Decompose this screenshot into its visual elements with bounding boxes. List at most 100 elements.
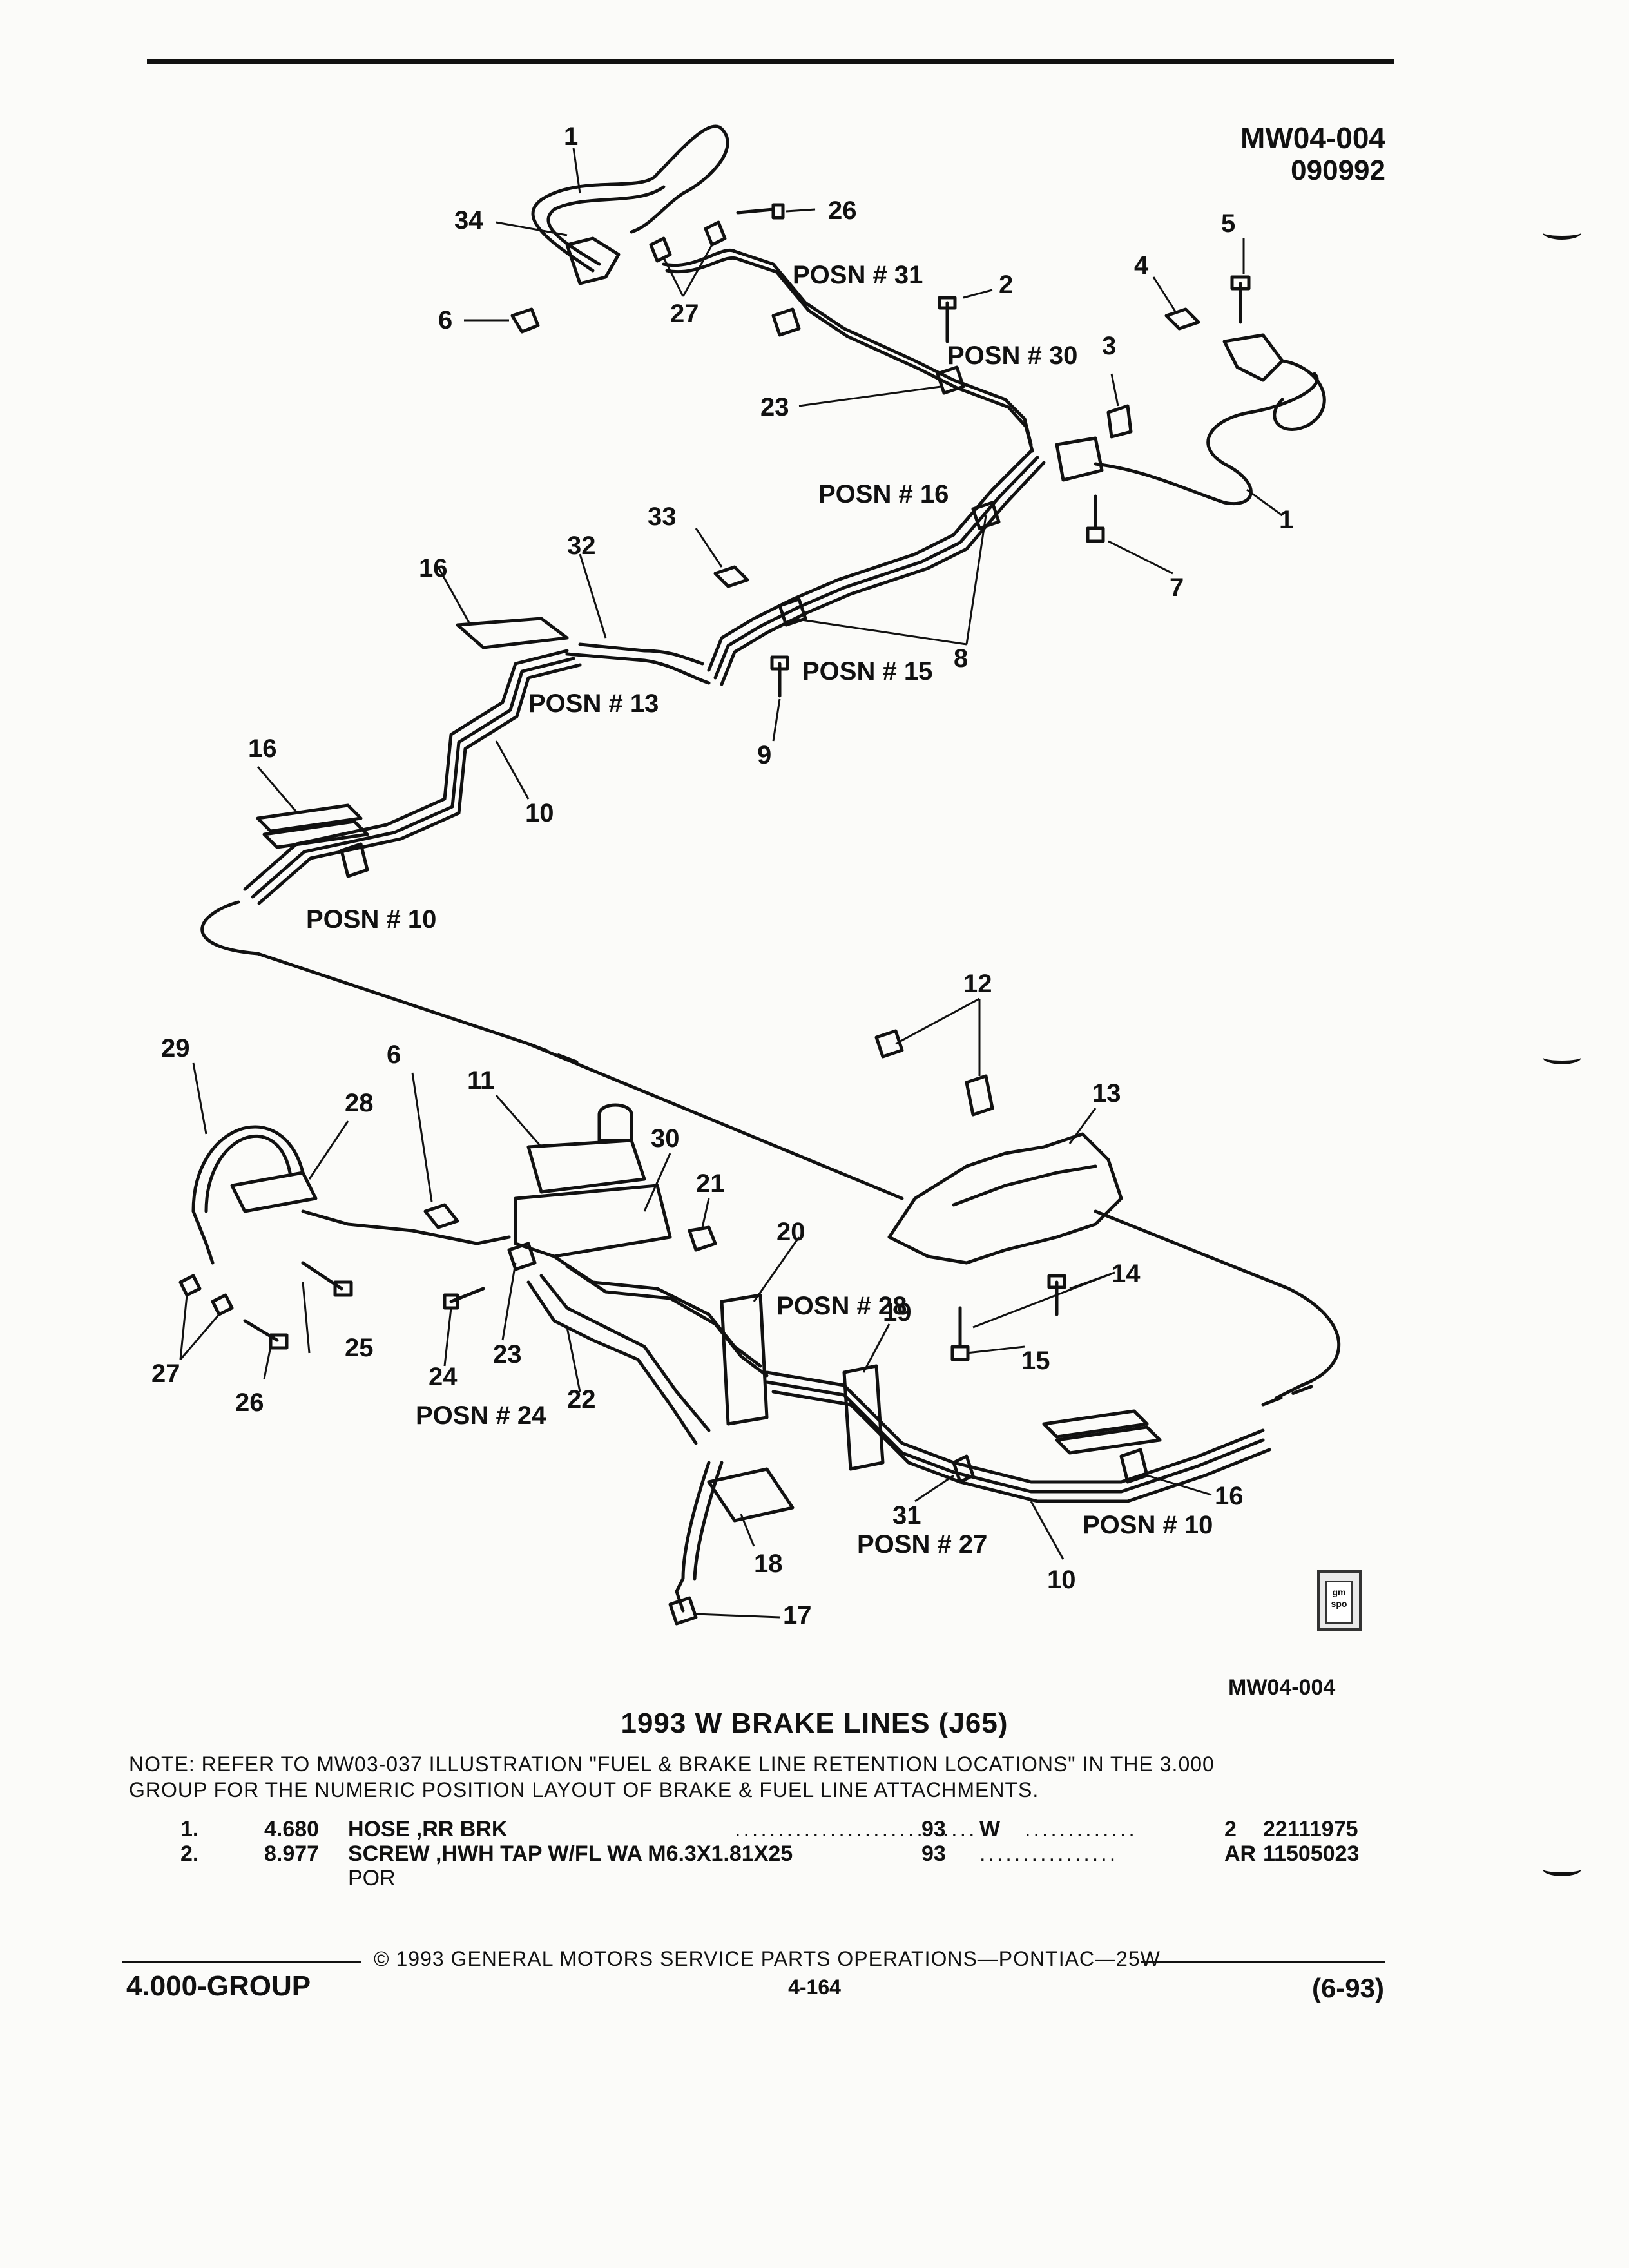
footer-rule-left bbox=[122, 1961, 361, 1963]
label-posn16: POSN # 16 bbox=[818, 480, 949, 508]
clip-6-upper bbox=[510, 307, 540, 334]
callout-number: 7 bbox=[1170, 573, 1184, 602]
note-line: NOTE: REFER TO MW03-037 ILLUSTRATION "FU… bbox=[129, 1753, 1215, 1776]
callout-number: 16 bbox=[1215, 1482, 1244, 1510]
clip-33 bbox=[713, 565, 749, 588]
clip-23-upper bbox=[771, 307, 801, 337]
bolt-5 bbox=[1230, 275, 1251, 324]
bolt-14-b bbox=[950, 1306, 970, 1361]
brake-lines-cluster-b bbox=[565, 1264, 769, 1378]
line-rear-b bbox=[765, 1380, 1265, 1494]
callout-number: 16 bbox=[248, 735, 277, 763]
callout-number: 17 bbox=[783, 1601, 812, 1629]
callout-number: 26 bbox=[828, 197, 857, 225]
brake-lines-cluster-c bbox=[539, 1274, 711, 1432]
bracket-3 bbox=[1106, 404, 1133, 439]
callout-number: 5 bbox=[1221, 209, 1235, 238]
screw-2 bbox=[938, 296, 957, 343]
clip-8-a bbox=[971, 501, 1001, 530]
line-rear-c bbox=[771, 1390, 1271, 1503]
part-year: 93 bbox=[921, 1817, 946, 1841]
callout-number: 2 bbox=[999, 271, 1013, 299]
bracket-16-left-b bbox=[262, 820, 369, 849]
master-cylinder-reservoir bbox=[526, 1139, 646, 1194]
line-continuation bbox=[200, 900, 904, 1200]
clip-23-upper-b bbox=[936, 365, 965, 395]
label-posn30: POSN # 30 bbox=[947, 341, 1077, 370]
figure-note: NOTE: REFER TO MW03-037 ILLUSTRATION "FU… bbox=[129, 1751, 1418, 1803]
callout-number: 16 bbox=[419, 554, 448, 582]
clip-12-b bbox=[965, 1074, 994, 1117]
bracket-20 bbox=[720, 1293, 769, 1426]
bracket-18 bbox=[707, 1467, 795, 1523]
part-index: 2. bbox=[180, 1841, 199, 1866]
bracket-16-left bbox=[256, 803, 363, 833]
footer-group: 4.000-GROUP bbox=[126, 1970, 311, 2002]
leader-dots: ................ bbox=[979, 1841, 1119, 1866]
fitting-17 bbox=[668, 1596, 698, 1626]
callout-number: 33 bbox=[648, 503, 677, 531]
nut-27-lower-a bbox=[178, 1274, 202, 1297]
bracket-34 bbox=[565, 236, 621, 285]
front-hose-17 bbox=[675, 1461, 711, 1613]
brake-lines-cluster-d bbox=[526, 1280, 698, 1445]
part-quantity: 2 bbox=[1224, 1817, 1237, 1841]
bracket-28 bbox=[230, 1171, 318, 1213]
footer-rule-right bbox=[1141, 1961, 1385, 1963]
label-posn10-bottom: POSN # 10 bbox=[1083, 1511, 1213, 1539]
footer-page-number: 4-164 bbox=[788, 1975, 841, 1999]
part-year: 93 bbox=[921, 1841, 946, 1866]
front-hose-17-b bbox=[693, 1461, 724, 1581]
callout-number: 22 bbox=[567, 1385, 596, 1414]
callout-number: 6 bbox=[387, 1041, 401, 1069]
clip-23-lower bbox=[507, 1242, 537, 1271]
heat-shield-13 bbox=[887, 1132, 1123, 1265]
line-continuation-right-dash bbox=[1261, 1383, 1316, 1407]
fitting-27 bbox=[649, 236, 672, 263]
margin-mark bbox=[1543, 226, 1581, 240]
callout-number: 26 bbox=[235, 1389, 264, 1417]
rear-line-upper-a bbox=[662, 248, 1033, 447]
parts-list: 1. 4.680 HOSE ,RR BRK ..................… bbox=[180, 1817, 1392, 1890]
parts-row-continuation: POR bbox=[180, 1866, 1392, 1890]
bolt-24 bbox=[443, 1287, 485, 1310]
part-code: 4.680 bbox=[264, 1817, 320, 1841]
callout-number: 18 bbox=[754, 1550, 783, 1578]
callout-number: 25 bbox=[345, 1334, 374, 1362]
line-down-c bbox=[257, 663, 582, 905]
bolt-26 bbox=[736, 203, 785, 220]
callout-number: 30 bbox=[651, 1124, 680, 1153]
clip-8-b bbox=[778, 597, 807, 627]
label-posn13: POSN # 13 bbox=[528, 689, 659, 718]
clip-31 bbox=[952, 1454, 975, 1484]
clip-4 bbox=[1164, 307, 1200, 331]
bolt-7 bbox=[1086, 494, 1105, 543]
callout-number: 11 bbox=[467, 1066, 494, 1095]
leader-dots: ............. bbox=[1025, 1817, 1137, 1841]
callout-number: 10 bbox=[1047, 1566, 1076, 1594]
header-date-code: 090992 bbox=[1291, 155, 1385, 186]
bracket-right bbox=[1222, 333, 1284, 382]
callout-number: 32 bbox=[567, 532, 596, 560]
callout-number: 6 bbox=[438, 306, 452, 334]
callout-number: 12 bbox=[963, 970, 992, 998]
margin-mark bbox=[1543, 1050, 1581, 1064]
rear-hose-left bbox=[531, 124, 729, 273]
label-posn24: POSN # 24 bbox=[416, 1401, 546, 1430]
callout-number: 28 bbox=[345, 1089, 374, 1117]
label-posn31: POSN # 31 bbox=[793, 261, 923, 289]
footer-date: (6-93) bbox=[1311, 1973, 1384, 2003]
fitting-32 bbox=[578, 642, 704, 666]
line-continuation-right bbox=[1094, 1209, 1341, 1400]
clip-12-a bbox=[874, 1029, 904, 1059]
heat-shield-13-rib bbox=[952, 1164, 1097, 1207]
part-number: 11505023 bbox=[1263, 1841, 1360, 1866]
line-down-b bbox=[251, 657, 575, 899]
nut-27-lower-b bbox=[211, 1293, 234, 1316]
front-hose-29 bbox=[191, 1125, 305, 1265]
label-posn27: POSN # 27 bbox=[857, 1530, 987, 1559]
line-mid-c bbox=[720, 461, 1046, 686]
